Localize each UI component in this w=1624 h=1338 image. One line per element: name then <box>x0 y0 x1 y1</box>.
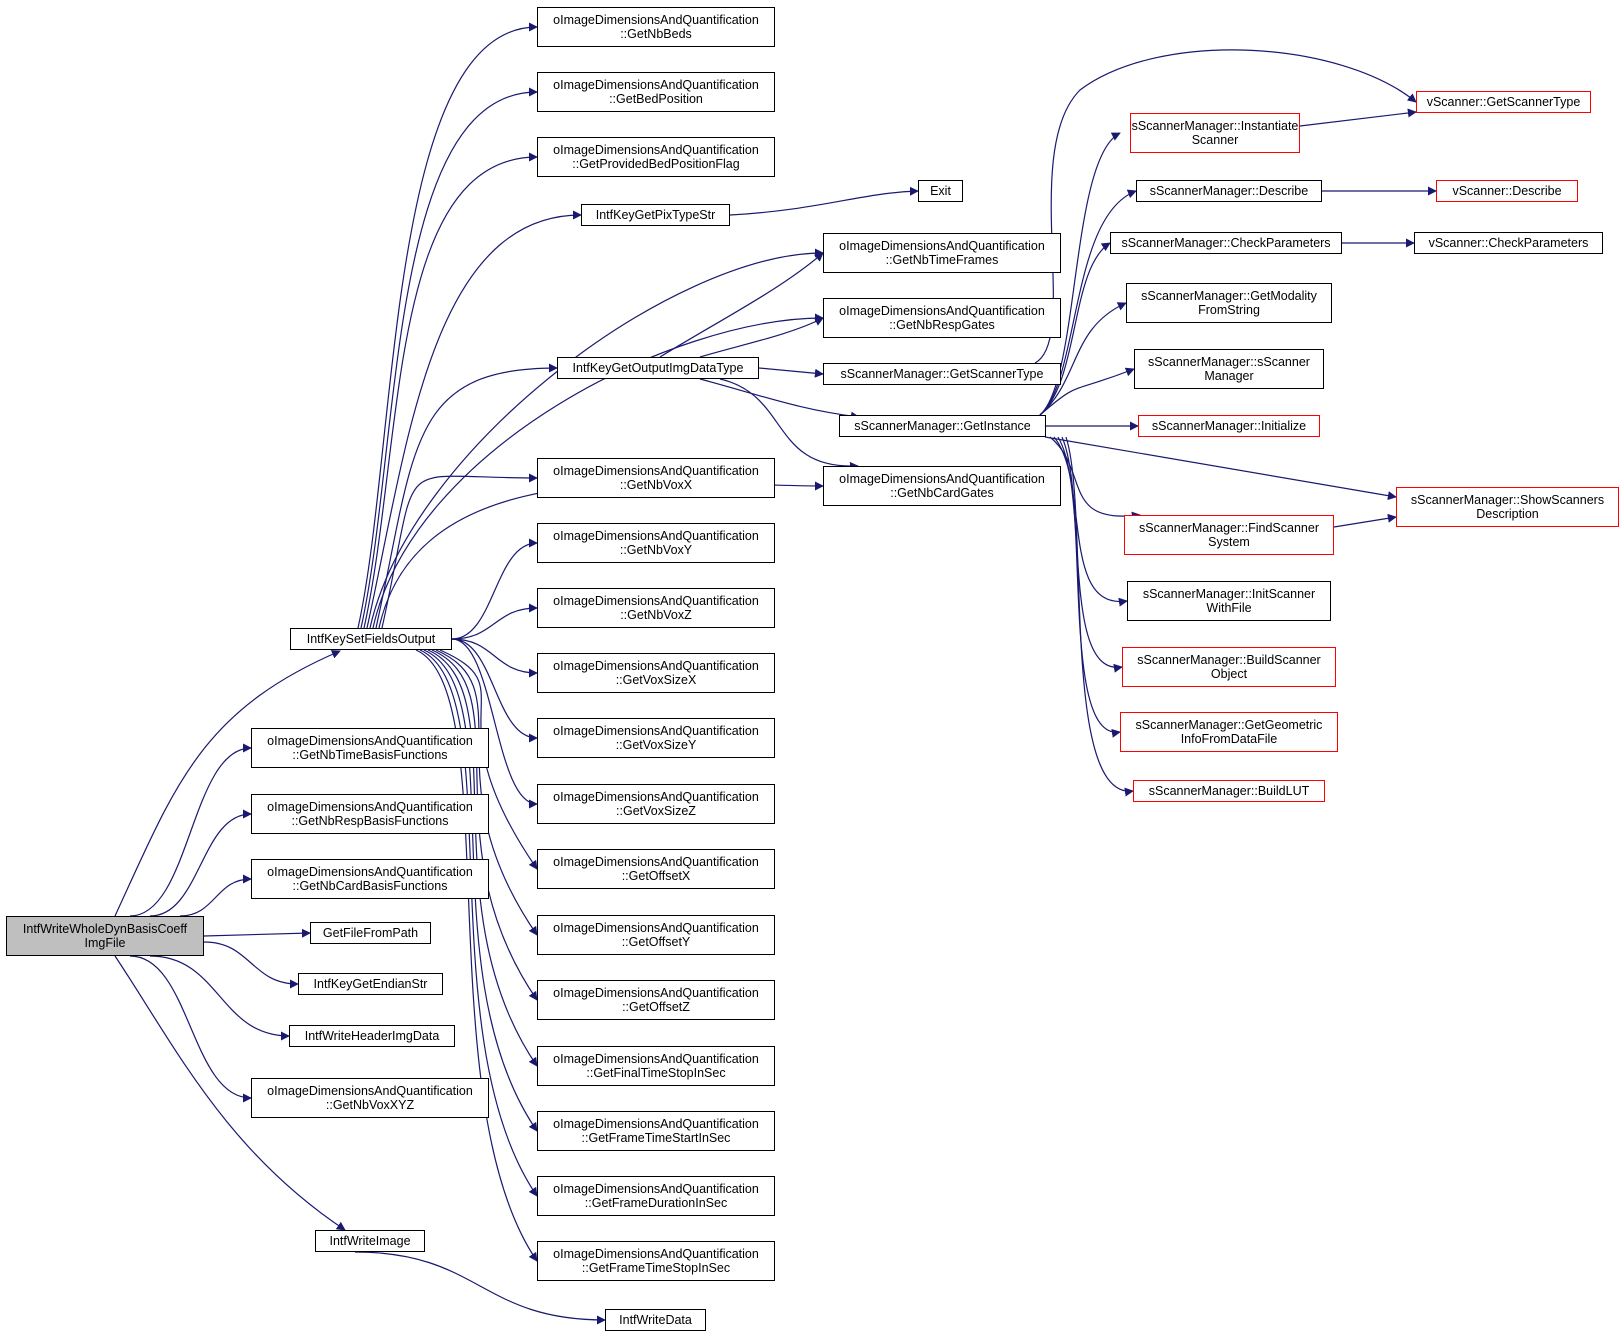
edge-write-image-to-write-data <box>354 1251 606 1325</box>
edge-pix-type-to-exit <box>729 186 919 216</box>
edge-key-set-fields-to-nbVoxX <box>381 473 538 629</box>
node-v-check-params[interactable]: vScanner::CheckParameters <box>1414 232 1603 254</box>
node-vox-size-z[interactable]: oImageDimensionsAndQuantification ::GetV… <box>537 784 775 824</box>
edge-key-set-fields-to-providedBed <box>363 152 538 629</box>
edge-key-set-fields-to-voxSizeX <box>451 638 538 678</box>
edge-key-set-fields-to-offsetZ <box>431 649 538 1001</box>
node-sm-check-params[interactable]: sScannerManager::CheckParameters <box>1110 232 1342 254</box>
node-sm-build-object[interactable]: sScannerManager::BuildScanner Object <box>1122 647 1336 687</box>
edge-output-type-to-nb-card-gates <box>719 378 859 471</box>
node-sm-initialize[interactable]: sScannerManager::Initialize <box>1138 415 1320 437</box>
node-offset-y[interactable]: oImageDimensionsAndQuantification ::GetO… <box>537 915 775 955</box>
node-nb-vox-x[interactable]: oImageDimensionsAndQuantification ::GetN… <box>537 458 775 498</box>
node-offset-x[interactable]: oImageDimensionsAndQuantification ::GetO… <box>537 849 775 889</box>
node-nb-card-basis[interactable]: oImageDimensionsAndQuantification ::GetN… <box>251 859 489 899</box>
node-exit[interactable]: Exit <box>918 180 963 202</box>
node-frame-dur[interactable]: oImageDimensionsAndQuantification ::GetF… <box>537 1176 775 1216</box>
node-pix-type[interactable]: IntfKeyGetPixTypeStr <box>581 204 730 226</box>
node-bed-position[interactable]: oImageDimensionsAndQuantification ::GetB… <box>537 72 775 112</box>
edge-sm-get-instance-to-smInstantiate <box>1039 132 1121 416</box>
edge-sm-get-instance-to-smCtor <box>1039 367 1135 416</box>
node-sm-init-with-file[interactable]: sScannerManager::InitScanner WithFile <box>1127 581 1331 621</box>
node-sm-ctor[interactable]: sScannerManager::sScanner Manager <box>1134 349 1324 389</box>
edge-root-to-writeImage <box>114 955 346 1231</box>
node-v-describe[interactable]: vScanner::Describe <box>1436 180 1578 202</box>
edge-sm-get-instance-to-smInitWithFile <box>1053 436 1128 607</box>
node-final-stop[interactable]: oImageDimensionsAndQuantification ::GetF… <box>537 1046 775 1086</box>
node-sm-build-l-u-t[interactable]: sScannerManager::BuildLUT <box>1133 780 1325 802</box>
node-sm-modality[interactable]: sScannerManager::GetModality FromString <box>1126 283 1332 323</box>
edge-key-set-fields-to-nbTimeFrames <box>369 248 824 629</box>
edge-root-to-nbTimeBasis <box>129 743 252 917</box>
node-get-file-from-path[interactable]: GetFileFromPath <box>310 922 431 944</box>
edge-sm-get-scanner-type-to-v-get-scanner-type <box>1034 49 1417 364</box>
node-key-set-fields[interactable]: IntfKeySetFieldsOutput <box>290 628 452 650</box>
edge-key-set-fields-to-nbRespGates <box>372 313 824 629</box>
node-nb-vox-z[interactable]: oImageDimensionsAndQuantification ::GetN… <box>537 588 775 628</box>
node-sm-geometric[interactable]: sScannerManager::GetGeometric InfoFromDa… <box>1120 712 1338 752</box>
edge-sm-get-instance-to-smModality <box>1039 302 1127 416</box>
node-root[interactable]: IntfWriteWholeDynBasisCoeff ImgFile <box>6 916 204 956</box>
node-nb-card-gates[interactable]: oImageDimensionsAndQuantification ::GetN… <box>823 466 1061 506</box>
edge-root-to-nbRespBasis <box>149 809 252 917</box>
edge-root-to-keyEndian <box>203 941 299 989</box>
node-write-data[interactable]: IntfWriteData <box>605 1309 706 1331</box>
edge-key-set-fields-to-frameStart <box>423 649 538 1132</box>
edge-key-set-fields-to-nbVoxY <box>451 538 538 640</box>
node-output-type[interactable]: IntfKeyGetOutputImgDataType <box>557 357 759 379</box>
edge-sm-get-instance-to-sm-show-desc <box>1044 436 1397 501</box>
edge-sm-get-instance-to-smBuildObject <box>1057 436 1123 673</box>
edge-key-set-fields-to-offsetX <box>439 649 538 870</box>
node-frame-stop[interactable]: oImageDimensionsAndQuantification ::GetF… <box>537 1241 775 1281</box>
edge-key-set-fields-to-voxSizeZ <box>451 638 538 809</box>
edge-output-type-to-nb-time-frames <box>659 252 824 358</box>
node-nb-vox-x-y-z[interactable]: oImageDimensionsAndQuantification ::GetN… <box>251 1078 489 1118</box>
edge-root-to-writeHeader <box>149 955 290 1041</box>
edge-output-type-to-sm-get-instance <box>699 378 860 421</box>
node-v-get-scanner-type[interactable]: vScanner::GetScannerType <box>1416 91 1591 113</box>
node-sm-get-scanner-type[interactable]: sScannerManager::GetScannerType <box>823 363 1061 385</box>
edge-sm-get-instance-to-smBuildLUT <box>1065 436 1134 797</box>
node-frame-start[interactable]: oImageDimensionsAndQuantification ::GetF… <box>537 1111 775 1151</box>
edge-key-set-fields-to-voxSizeY <box>451 638 538 743</box>
edge-output-type-to-sm-get-scanner-type <box>758 367 824 378</box>
edge-key-set-fields-to-pixType <box>366 210 582 629</box>
node-vox-size-y[interactable]: oImageDimensionsAndQuantification ::GetV… <box>537 718 775 758</box>
node-sm-show-desc[interactable]: sScannerManager::ShowScanners Descriptio… <box>1396 487 1619 527</box>
edge-root-to-nbCardBasis <box>179 874 252 917</box>
edge-key-set-fields-to-bedPosition <box>360 87 538 629</box>
edge-root-to-keySetFields <box>114 650 341 917</box>
node-offset-z[interactable]: oImageDimensionsAndQuantification ::GetO… <box>537 980 775 1020</box>
node-sm-get-instance[interactable]: sScannerManager::GetInstance <box>839 415 1046 437</box>
edge-sm-get-instance-to-smDescribe <box>1039 189 1137 416</box>
edge-key-set-fields-to-nbVoxZ <box>451 603 538 640</box>
edge-root-to-nbVoxXYZ <box>129 955 252 1103</box>
node-sm-find-system[interactable]: sScannerManager::FindScanner System <box>1124 515 1334 555</box>
node-write-header[interactable]: IntfWriteHeaderImgData <box>289 1025 455 1047</box>
node-sm-describe[interactable]: sScannerManager::Describe <box>1136 180 1322 202</box>
node-nb-resp-gates[interactable]: oImageDimensionsAndQuantification ::GetN… <box>823 298 1061 338</box>
node-nb-vox-y[interactable]: oImageDimensionsAndQuantification ::GetN… <box>537 523 775 563</box>
node-nb-time-basis[interactable]: oImageDimensionsAndQuantification ::GetN… <box>251 728 489 768</box>
edge-sm-find-system-to-sm-show-desc <box>1333 513 1397 528</box>
edge-sm-get-instance-to-smCheckParams <box>1039 242 1111 416</box>
node-provided-bed[interactable]: oImageDimensionsAndQuantification ::GetP… <box>537 137 775 177</box>
node-nb-time-frames[interactable]: oImageDimensionsAndQuantification ::GetN… <box>823 233 1061 273</box>
edge-key-set-fields-to-outputType <box>375 363 558 629</box>
node-nb-resp-basis[interactable]: oImageDimensionsAndQuantification ::GetN… <box>251 794 489 834</box>
node-write-image[interactable]: IntfWriteImage <box>315 1230 425 1252</box>
edge-key-set-fields-to-frameStop <box>415 649 538 1262</box>
node-vox-size-x[interactable]: oImageDimensionsAndQuantification ::GetV… <box>537 653 775 693</box>
edge-key-set-fields-to-nbBeds <box>357 22 538 629</box>
edge-output-type-to-nb-resp-gates <box>699 317 824 358</box>
edge-root-to-getFileFromPath <box>203 928 311 938</box>
node-nb-beds[interactable]: oImageDimensionsAndQuantification ::GetN… <box>537 7 775 47</box>
node-key-endian[interactable]: IntfKeyGetEndianStr <box>298 973 443 995</box>
node-sm-instantiate[interactable]: sScannerManager::Instantiate Scanner <box>1130 113 1300 153</box>
edge-sm-instantiate-to-v-get-scanner-type <box>1299 108 1417 127</box>
